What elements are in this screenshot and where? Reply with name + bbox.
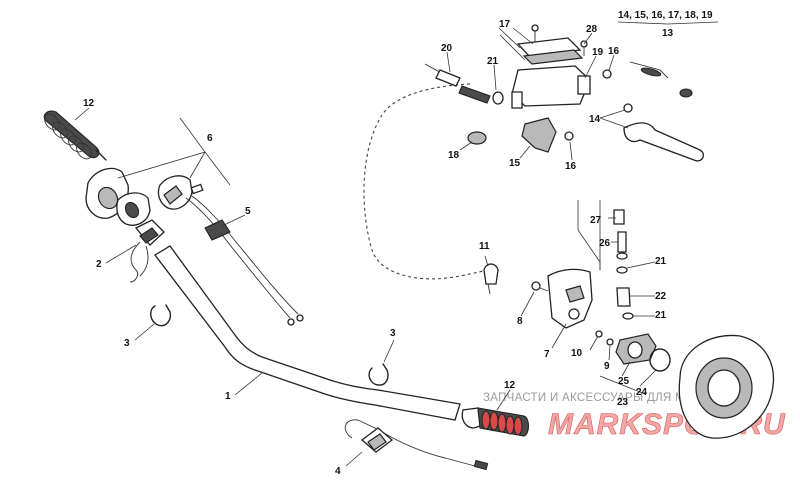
label-16a: 16: [565, 161, 577, 172]
label-25: 25: [618, 376, 630, 387]
label-21c: 21: [655, 310, 667, 321]
label-11: 11: [479, 241, 490, 252]
label-8: 8: [517, 316, 523, 327]
left-grip: [43, 107, 107, 161]
lower-right-assembly: [483, 200, 774, 439]
group-callout: 14, 15, 16, 17, 18, 19 13: [618, 10, 713, 39]
circlip-left: [134, 304, 172, 341]
part-labels: 1 2 3 3 4 5 6 7 8 9 10 11 12 12 14 15 16…: [83, 19, 667, 477]
label-21a: 21: [487, 56, 499, 67]
label-1: 1: [225, 391, 231, 402]
label-15: 15: [509, 158, 521, 169]
label-21b: 21: [655, 256, 667, 267]
label-20: 20: [441, 43, 453, 54]
label-28: 28: [586, 24, 598, 35]
handlebar: [154, 245, 461, 421]
label-24: 24: [636, 387, 648, 398]
right-switch-wire: [344, 419, 489, 471]
label-5: 5: [245, 206, 251, 217]
throttle-cables: [185, 195, 304, 326]
label-26: 26: [599, 238, 611, 249]
label-19: 19: [592, 47, 604, 58]
label-14: 14: [589, 114, 601, 125]
label-27: 27: [590, 215, 602, 226]
label-16b: 16: [608, 46, 620, 57]
label-3a: 3: [124, 338, 130, 349]
label-23: 23: [617, 397, 629, 408]
group-callout-assembly: 13: [662, 28, 674, 39]
master-cylinder: [424, 21, 719, 162]
label-10: 10: [571, 348, 583, 359]
brake-hose: [363, 83, 493, 280]
label-17: 17: [499, 19, 511, 30]
label-7: 7: [544, 349, 550, 360]
right-grip: [461, 389, 530, 437]
label-2: 2: [96, 259, 102, 270]
label-9: 9: [604, 361, 610, 372]
left-switch-wire: [105, 219, 165, 283]
label-6: 6: [207, 133, 213, 144]
label-12b: 12: [504, 380, 516, 391]
label-12a: 12: [83, 98, 95, 109]
label-18: 18: [448, 150, 460, 161]
group-callout-items: 14, 15, 16, 17, 18, 19: [618, 10, 713, 21]
label-4: 4: [335, 466, 341, 477]
circlip-right: [368, 339, 395, 386]
left-switch-housing: [85, 117, 231, 226]
label-22: 22: [655, 291, 667, 302]
label-3b: 3: [390, 328, 396, 339]
